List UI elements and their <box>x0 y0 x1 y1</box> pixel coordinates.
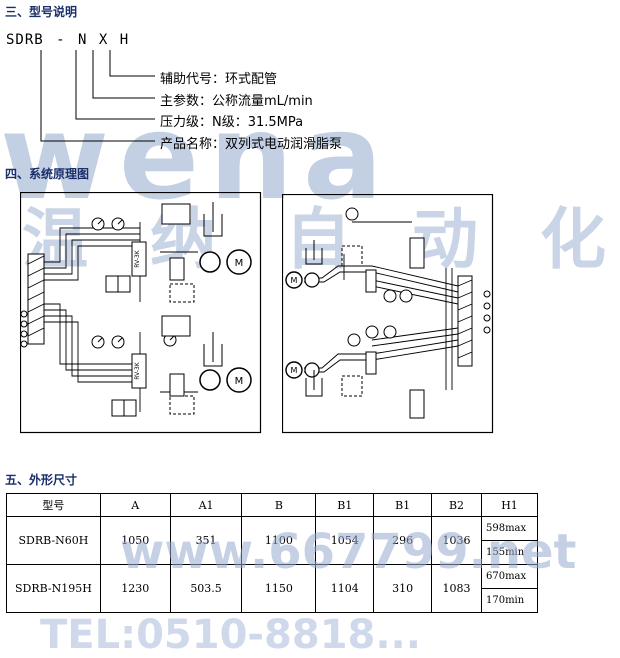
table-cell: 310 <box>373 564 433 613</box>
table-cell: 1104 <box>315 564 375 613</box>
table-header: A1 <box>169 493 243 517</box>
model-code-h: H <box>119 32 130 48</box>
valve-label-bottom: RV-3K <box>134 361 141 380</box>
table-cell: 503.5 <box>169 564 243 613</box>
model-label-aux: 辅助代号：环式配管 <box>160 72 278 87</box>
model-code-x: X <box>98 32 109 48</box>
table-cell: 1054 <box>315 516 375 565</box>
table-header: B <box>241 493 317 517</box>
table-header: 型号 <box>6 493 101 517</box>
watermark-cn-5: 化 <box>540 201 606 278</box>
watermark-tel: TEL:0510-8818... <box>40 612 421 658</box>
model-code-n: N <box>78 32 88 48</box>
model-code-leader-lines <box>40 50 155 142</box>
table-cell: 1083 <box>431 564 482 613</box>
model-label-flow: 主参数：公称流量mL/min <box>160 94 313 109</box>
table-cell-model: SDRB-N195H <box>6 564 101 613</box>
table-cell: 1150 <box>241 564 317 613</box>
table-cell-h1-min: 155min <box>480 540 539 565</box>
table-row: 170min <box>7 588 539 613</box>
motor-label-bottom: M <box>235 376 244 387</box>
model-label-product: 产品名称：双列式电动润滑脂泵 <box>160 137 343 152</box>
table-header: H1 <box>480 493 539 517</box>
table-row: SDRB-N60H 1050 351 1100 1054 296 1036 59… <box>6 516 539 565</box>
model-label-pressure: 压力级：N级：31.5MPa <box>160 115 304 130</box>
table-cell: 1230 <box>99 564 171 613</box>
schematic-right: M M <box>282 194 494 434</box>
model-code-base: SDRB <box>6 32 44 48</box>
table-cell-h1-min: 170min <box>480 588 539 613</box>
table-cell-h1-max: 670max <box>480 564 539 589</box>
model-code-dash: - <box>56 32 66 48</box>
table-header-row: 型号 A A1 B B1 B1 B2 H1 <box>6 493 539 517</box>
motor-label-right-bottom: M <box>291 366 298 375</box>
model-code: SDRB - N X H <box>6 32 129 48</box>
motor-label-top: M <box>235 258 244 269</box>
dimension-table: 型号 A A1 B B1 B1 B2 H1 SDRB-N60H 1050 351… <box>6 493 539 613</box>
valve-label-top: RV-3K <box>134 249 141 268</box>
section-title-dimensions: 五、外形尺寸 <box>5 473 78 487</box>
table-cell: 1036 <box>431 516 482 565</box>
motor-label-right-top: M <box>291 276 298 285</box>
table-header: B2 <box>431 493 482 517</box>
table-cell: 1050 <box>99 516 171 565</box>
table-cell-h1-max: 598max <box>480 516 539 541</box>
table-header: B1 <box>315 493 375 517</box>
table-header: A <box>99 493 171 517</box>
table-cell-model: SDRB-N60H <box>6 516 101 565</box>
table-cell: 296 <box>373 516 433 565</box>
table-cell: 351 <box>169 516 243 565</box>
table-header: B1 <box>373 493 433 517</box>
table-cell: 1100 <box>241 516 317 565</box>
table-row: SDRB-N195H 1230 503.5 1150 1104 310 1083… <box>6 564 539 613</box>
schematic-left: RV-3K RV-3K M M <box>20 192 262 434</box>
section-title-schematic: 四、系统原理图 <box>5 167 90 181</box>
section-title-model: 三、型号说明 <box>5 5 78 19</box>
